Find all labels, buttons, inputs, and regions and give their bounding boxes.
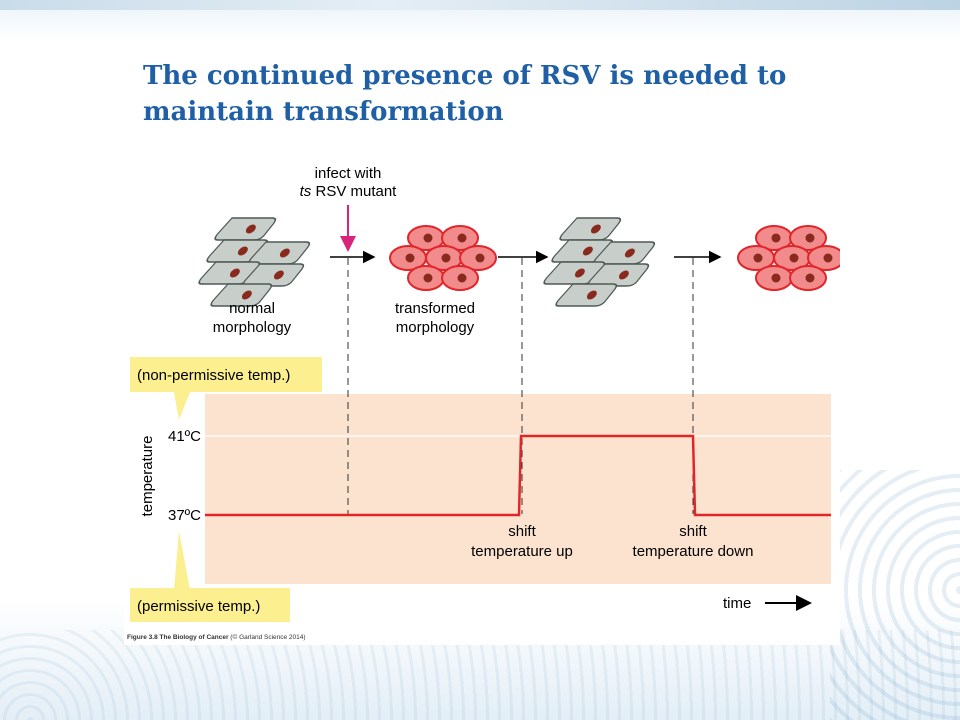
- infect-label-line2: ts RSV mutant: [300, 183, 398, 200]
- shift-up-label-line1: shift: [508, 523, 536, 540]
- transformed-cells-group-1: [389, 225, 497, 291]
- shift-up-label-line2: temperature up: [471, 543, 573, 560]
- figure-caption: Figure 3.8 The Biology of Cancer (© Garl…: [127, 634, 306, 641]
- nonpermissive-label: (non-permissive temp.): [137, 367, 290, 384]
- top-decor-band: [0, 0, 960, 10]
- normal-morphology-line2: morphology: [213, 319, 292, 336]
- transformed-cell: [407, 265, 445, 291]
- normal-cell: [555, 283, 618, 307]
- permissive-pointer: [174, 531, 190, 590]
- time-label: time: [723, 595, 751, 612]
- normal-cell: [559, 217, 622, 241]
- normal-cell: [214, 217, 277, 241]
- transformed-cell: [407, 225, 445, 251]
- transformed-cell: [789, 225, 827, 251]
- transformed-cells-group-2: [737, 225, 840, 291]
- transformed-cell: [441, 225, 479, 251]
- transformed-cell: [807, 245, 840, 271]
- permissive-label: (permissive temp.): [137, 598, 260, 615]
- slide-title: The continued presence of RSV is needed …: [143, 58, 863, 130]
- transformed-cell: [389, 245, 427, 271]
- caption-bold: Figure 3.8 The Biology of Cancer: [127, 634, 229, 641]
- shift-down-label-line2: temperature down: [633, 543, 754, 560]
- temperature-trace: [205, 434, 831, 517]
- normal-cell: [248, 241, 311, 265]
- right-wave-decoration: [830, 470, 960, 720]
- transformed-cell: [441, 265, 479, 291]
- slide-title-line1: The continued presence of RSV is needed …: [143, 61, 787, 91]
- transformed-cell: [459, 245, 497, 271]
- transformed-cell: [789, 265, 827, 291]
- transformed-cell: [737, 245, 775, 271]
- figure-panel: temperature 41ºC 37ºC (non-permissive te…: [124, 158, 840, 645]
- tick-37c: 37ºC: [168, 507, 201, 524]
- transformed-morphology-line2: morphology: [396, 319, 475, 336]
- tick-41c: 41ºC: [168, 428, 201, 445]
- normal-cell: [210, 283, 273, 307]
- transformed-cell: [755, 265, 793, 291]
- y-axis-label: temperature: [139, 436, 156, 517]
- normal-cells-group-1: [198, 217, 311, 307]
- transformed-morphology-line1: transformed: [395, 300, 475, 317]
- infect-label-line1: infect with: [315, 165, 382, 182]
- transformed-cell: [755, 225, 793, 251]
- shift-down-label-line1: shift: [679, 523, 707, 540]
- slide-title-line2: maintain transformation: [143, 97, 504, 127]
- transformed-cell: [425, 245, 463, 271]
- plot-background: [205, 394, 831, 584]
- normal-cells-group-2: [543, 217, 656, 307]
- bottom-wave-decoration: [0, 630, 960, 720]
- nonpermissive-pointer: [174, 392, 190, 420]
- figure-diagram: temperature 41ºC 37ºC (non-permissive te…: [130, 165, 840, 622]
- caption-rest: (© Garland Science 2014): [228, 634, 306, 641]
- normal-morphology-line1: normal: [229, 300, 275, 317]
- nonpermissive-box: [130, 357, 322, 392]
- permissive-box: [130, 588, 290, 622]
